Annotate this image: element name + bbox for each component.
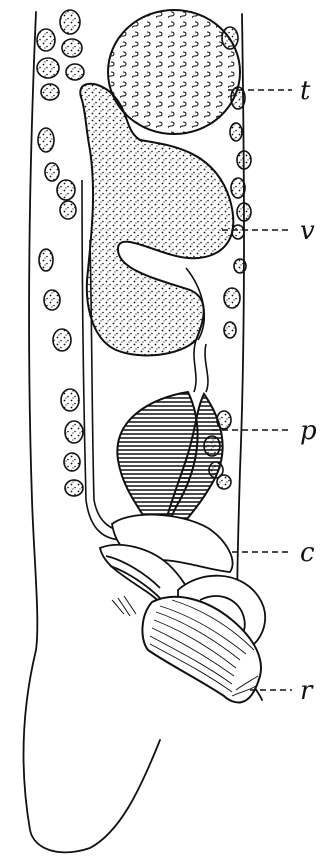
label-v: v [300,216,315,246]
label-r: r [300,676,314,706]
label-c: c [300,538,315,568]
organ-t [108,10,240,134]
label-t: t [300,76,311,106]
granules-left [37,10,84,496]
label-p: p [300,416,317,446]
